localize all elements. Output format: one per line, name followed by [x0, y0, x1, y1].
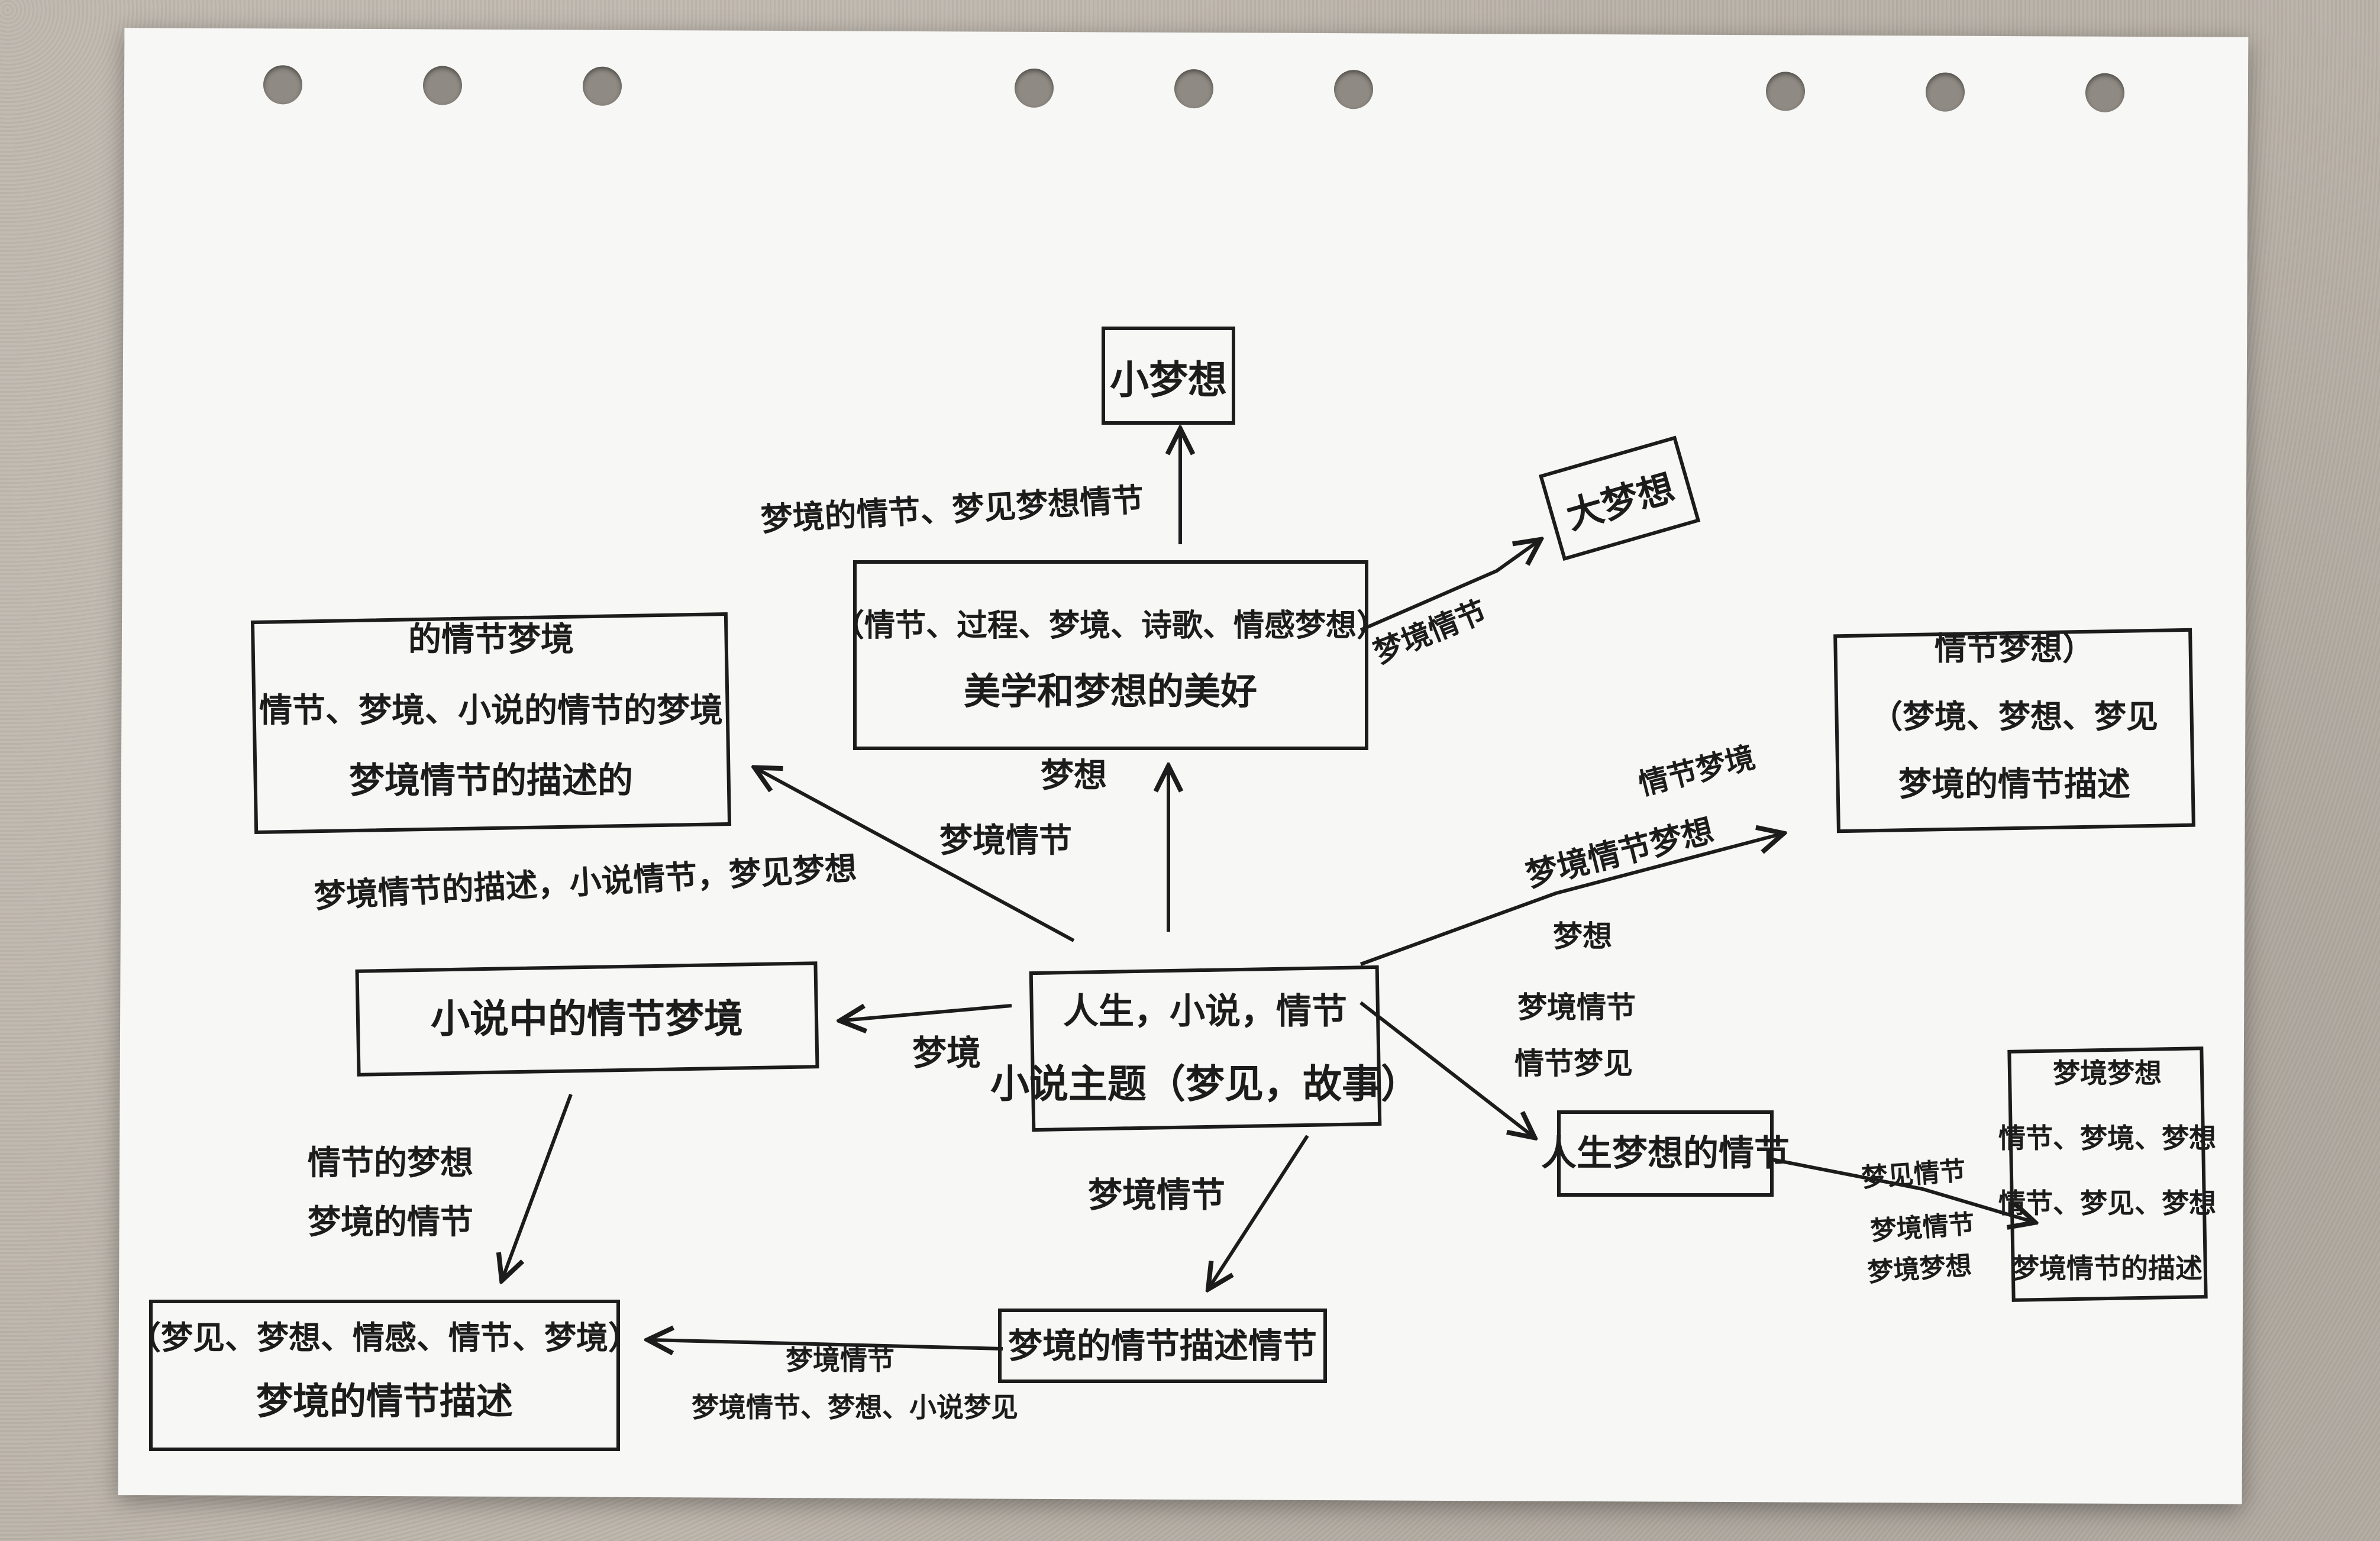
- label-center-bottom-mid-line-1: 梦境情节: [1088, 1175, 1225, 1215]
- node-right-top-line-3: 情节梦想）: [1935, 629, 2094, 667]
- label-right-mid-right-far-line-1: 梦境梦想: [1866, 1251, 1972, 1288]
- node-center-line-2: 人生，小说，情节: [1063, 991, 1347, 1032]
- node-right-far-line-2: 情节、梦见、梦想: [1998, 1187, 2216, 1219]
- label-left-mid-bottom-left-line-1: 梦境的情节: [308, 1203, 473, 1242]
- node-right-mid: 人生梦想的情节: [1541, 1110, 1790, 1197]
- label-top-mid-top-right-line-1: 梦境情节: [1368, 593, 1491, 670]
- node-center: 小说主题（梦见，故事） 人生，小说，情节: [990, 965, 1420, 1132]
- label-center-left-mid-line-1: 梦境: [912, 1033, 981, 1073]
- node-right-far-line-3: 情节、梦境、梦想: [1998, 1122, 2216, 1154]
- node-bottom-left-line-2: （梦见、梦想、情感、情节、梦境）: [129, 1319, 640, 1356]
- label-center-bottom-mid: 梦境情节: [1088, 1175, 1225, 1215]
- label-center-right-mid-line-3: 梦想: [1553, 919, 1612, 954]
- label-right-mid-right-far-line-2: 梦境情节: [1869, 1209, 1975, 1246]
- node-top-mid-line-2: （情节、过程、梦境、诗歌、情感梦想）: [834, 608, 1387, 644]
- label-right-mid-right-far-line-3: 梦见情节: [1861, 1156, 1966, 1193]
- label-center-right-mid: 情节梦见 梦境情节 梦想: [1514, 919, 1636, 1081]
- node-right-far-line-4: 梦境梦想: [2053, 1057, 2162, 1089]
- label-center-top-mid: 梦想 梦境情节: [939, 756, 1107, 860]
- node-top-right: 大梦想: [1538, 435, 1701, 561]
- label-center-right-mid-line-1: 情节梦见: [1514, 1046, 1633, 1081]
- node-right-far-line-1: 梦境情节的描述: [2012, 1252, 2203, 1284]
- node-left-upper-line-3: 的情节梦境: [408, 620, 574, 659]
- label-bottom-mid-bottom-left: 梦境情节、梦想、小说梦见 梦境情节: [692, 1344, 1018, 1423]
- edge-bottom-mid-bottom-left: [651, 1340, 1003, 1349]
- node-bottom-left: 梦境的情节描述 （梦见、梦想、情感、情节、梦境）: [129, 1300, 640, 1451]
- edge-left-mid-bottom-left: [503, 1093, 573, 1278]
- label-center-left-upper: 梦境情节的描述，小说情节，梦见梦想: [313, 849, 857, 915]
- label-center-top-mid-line-2: 梦境情节: [939, 821, 1072, 860]
- label-right-mid-right-far: 梦境梦想 梦境情节 梦见情节: [1861, 1156, 1975, 1288]
- node-right-mid-line-1: 人生梦想的情节: [1541, 1133, 1790, 1174]
- label-top-mid-top-right: 梦境情节: [1368, 593, 1491, 670]
- label-bottom-mid-bottom-left-line-2: 梦境情节: [786, 1344, 894, 1376]
- node-top-mid: 美学和梦想的美好 （情节、过程、梦境、诗歌、情感梦想）: [834, 560, 1387, 750]
- node-left-upper-line-1: 梦境情节的描述的: [349, 760, 633, 802]
- edge-center-right-mid: [1359, 1001, 1532, 1136]
- node-top-mid-line-1: 美学和梦想的美好: [964, 670, 1257, 713]
- label-center-right-top-line-1: 梦境情节梦想: [1522, 811, 1717, 894]
- label-center-top-mid-line-1: 梦想: [1041, 756, 1107, 795]
- edge-top-mid-top-right: [1359, 541, 1538, 632]
- node-left-mid-line-1: 小说中的情节梦境: [431, 996, 743, 1042]
- node-left-upper: 梦境情节的描述的 情节、梦境、小说的情节的梦境 的情节梦境: [250, 612, 732, 835]
- edge-center-bottom-mid: [1210, 1135, 1309, 1287]
- label-center-left-mid: 梦境: [912, 1033, 981, 1073]
- edge-center-left-mid: [843, 1006, 1012, 1020]
- node-top-right-line-1: 大梦想: [1561, 466, 1679, 538]
- node-right-top-line-2: （梦境、梦想、梦见: [1871, 697, 2158, 735]
- node-right-top: 梦境的情节描述 （梦境、梦想、梦见 情节梦想）: [1833, 628, 2195, 834]
- edge-center-left-upper: [757, 769, 1075, 942]
- node-bottom-mid: 梦境的情节描述情节: [998, 1309, 1327, 1383]
- edge-right-mid-right-far: [1771, 1158, 2032, 1222]
- edge-center-right-top: [1359, 834, 1781, 966]
- node-bottom-mid-line-1: 梦境的情节描述情节: [1008, 1326, 1317, 1366]
- label-left-mid-bottom-left-line-2: 情节的梦想: [308, 1143, 473, 1183]
- label-bottom-mid-bottom-left-line-1: 梦境情节、梦想、小说梦见: [692, 1391, 1018, 1423]
- label-top-mid-top-line-1: 梦境的情节、梦见梦想情节: [760, 480, 1144, 538]
- node-top-line-1: 小梦想: [1110, 357, 1227, 403]
- label-left-mid-bottom-left: 梦境的情节 情节的梦想: [308, 1143, 473, 1242]
- node-bottom-left-line-1: 梦境的情节描述: [256, 1380, 513, 1423]
- label-center-right-mid-line-2: 梦境情节: [1517, 990, 1636, 1025]
- node-right-top-line-1: 梦境的情节描述: [1898, 765, 2130, 804]
- node-center-line-1: 小说主题（梦见，故事）: [990, 1061, 1420, 1107]
- label-center-left-upper-line-1: 梦境情节的描述，小说情节，梦见梦想: [313, 849, 857, 915]
- node-right-far: 梦境情节的描述 情节、梦见、梦想 情节、梦境、梦想 梦境梦想: [1998, 1046, 2216, 1302]
- node-top: 小梦想: [1102, 327, 1235, 425]
- node-left-mid: 小说中的情节梦境: [355, 961, 819, 1077]
- label-center-right-top-line-2: 情节梦境: [1635, 739, 1758, 802]
- node-left-upper-line-2: 情节、梦境、小说的情节的梦境: [259, 691, 723, 730]
- label-top-mid-top: 梦境的情节、梦见梦想情节: [760, 480, 1144, 538]
